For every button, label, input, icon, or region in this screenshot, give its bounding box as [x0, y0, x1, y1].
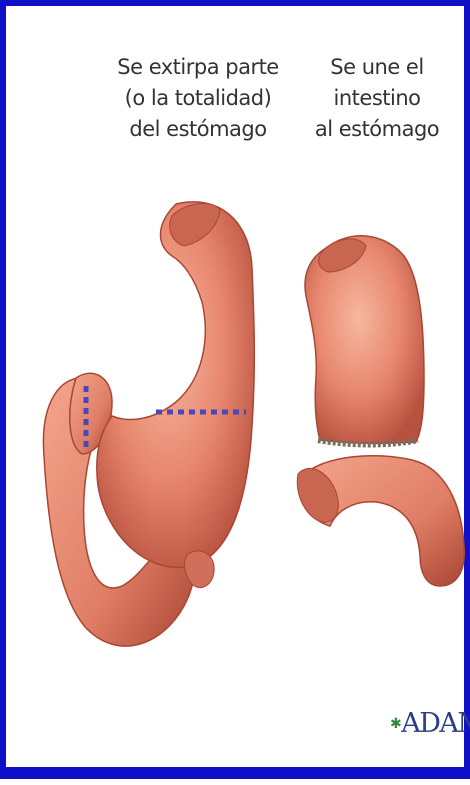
- adam-logo: ✱ ADAM: [390, 708, 470, 739]
- gastrectomy-illustration: [6, 6, 470, 785]
- logo-text: ADAM: [401, 708, 470, 739]
- stomach-before-icon: [43, 202, 254, 646]
- star-mark-icon: ✱: [390, 716, 400, 732]
- stomach-body-shape: [97, 202, 255, 568]
- stomach-after-icon: [297, 236, 464, 586]
